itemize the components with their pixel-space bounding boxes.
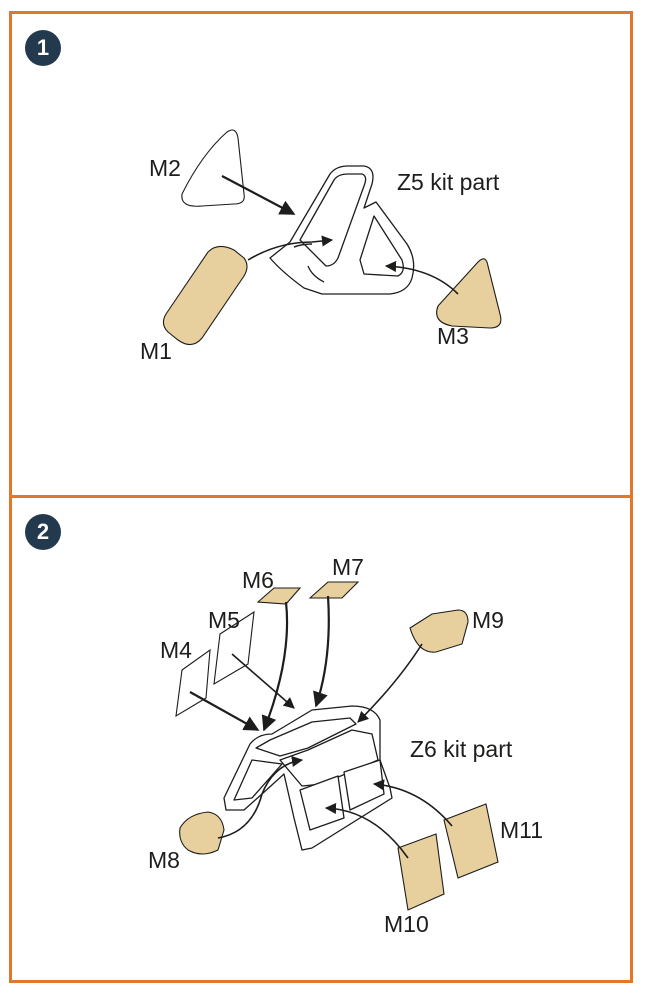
- mask-m1: [162, 245, 248, 346]
- label-m10: M10: [384, 911, 429, 937]
- mask-m3: [436, 258, 502, 329]
- label-m1: M1: [140, 338, 172, 364]
- arrow-m9: [357, 643, 423, 723]
- arrow-m6: [261, 601, 289, 732]
- step-1-panel: 1 M2 M1 M3 Z5 kit part: [9, 11, 633, 498]
- step-2-panel: 2: [9, 495, 633, 983]
- label-m6: M6: [242, 567, 274, 593]
- mask-m9: [409, 609, 469, 653]
- z6-kit-part: [223, 705, 393, 851]
- mask-m2: [181, 129, 245, 207]
- mask-m8: [179, 811, 225, 855]
- kit-part-label: Z6 kit part: [410, 736, 513, 762]
- step-1-diagram: M2 M1 M3 Z5 kit part: [140, 129, 502, 364]
- label-m8: M8: [148, 847, 180, 873]
- arrow-m10: [324, 802, 409, 859]
- arrow-m5: [231, 653, 295, 709]
- arrow-m8: [217, 755, 304, 839]
- mask-m7: [308, 581, 360, 599]
- label-m3: M3: [437, 323, 469, 349]
- kit-part-label: Z5 kit part: [397, 169, 500, 195]
- arrow-m4: [189, 691, 260, 731]
- step-2-diagram: M4 M5 M6 M7 M9 M8 M11 M10 Z6 kit part: [148, 554, 543, 937]
- arrow-m7: [313, 595, 330, 708]
- arrow-m11: [372, 779, 453, 827]
- mask-m11: [443, 803, 499, 879]
- z5-kit-part: [269, 165, 415, 295]
- mask-m5: [213, 610, 255, 686]
- label-m7: M7: [332, 554, 364, 580]
- label-m4: M4: [160, 637, 192, 663]
- arrow-m2: [221, 175, 296, 215]
- step-number-badge: 2: [25, 514, 61, 550]
- step-number-badge: 1: [25, 30, 61, 66]
- mask-m6: [256, 587, 302, 605]
- label-m11: M11: [500, 817, 543, 843]
- arrow-m3: [384, 260, 459, 295]
- label-m9: M9: [472, 607, 504, 633]
- mask-m10: [397, 833, 445, 911]
- label-m5: M5: [208, 607, 240, 633]
- label-m2: M2: [149, 155, 181, 181]
- arrow-m1: [247, 235, 334, 261]
